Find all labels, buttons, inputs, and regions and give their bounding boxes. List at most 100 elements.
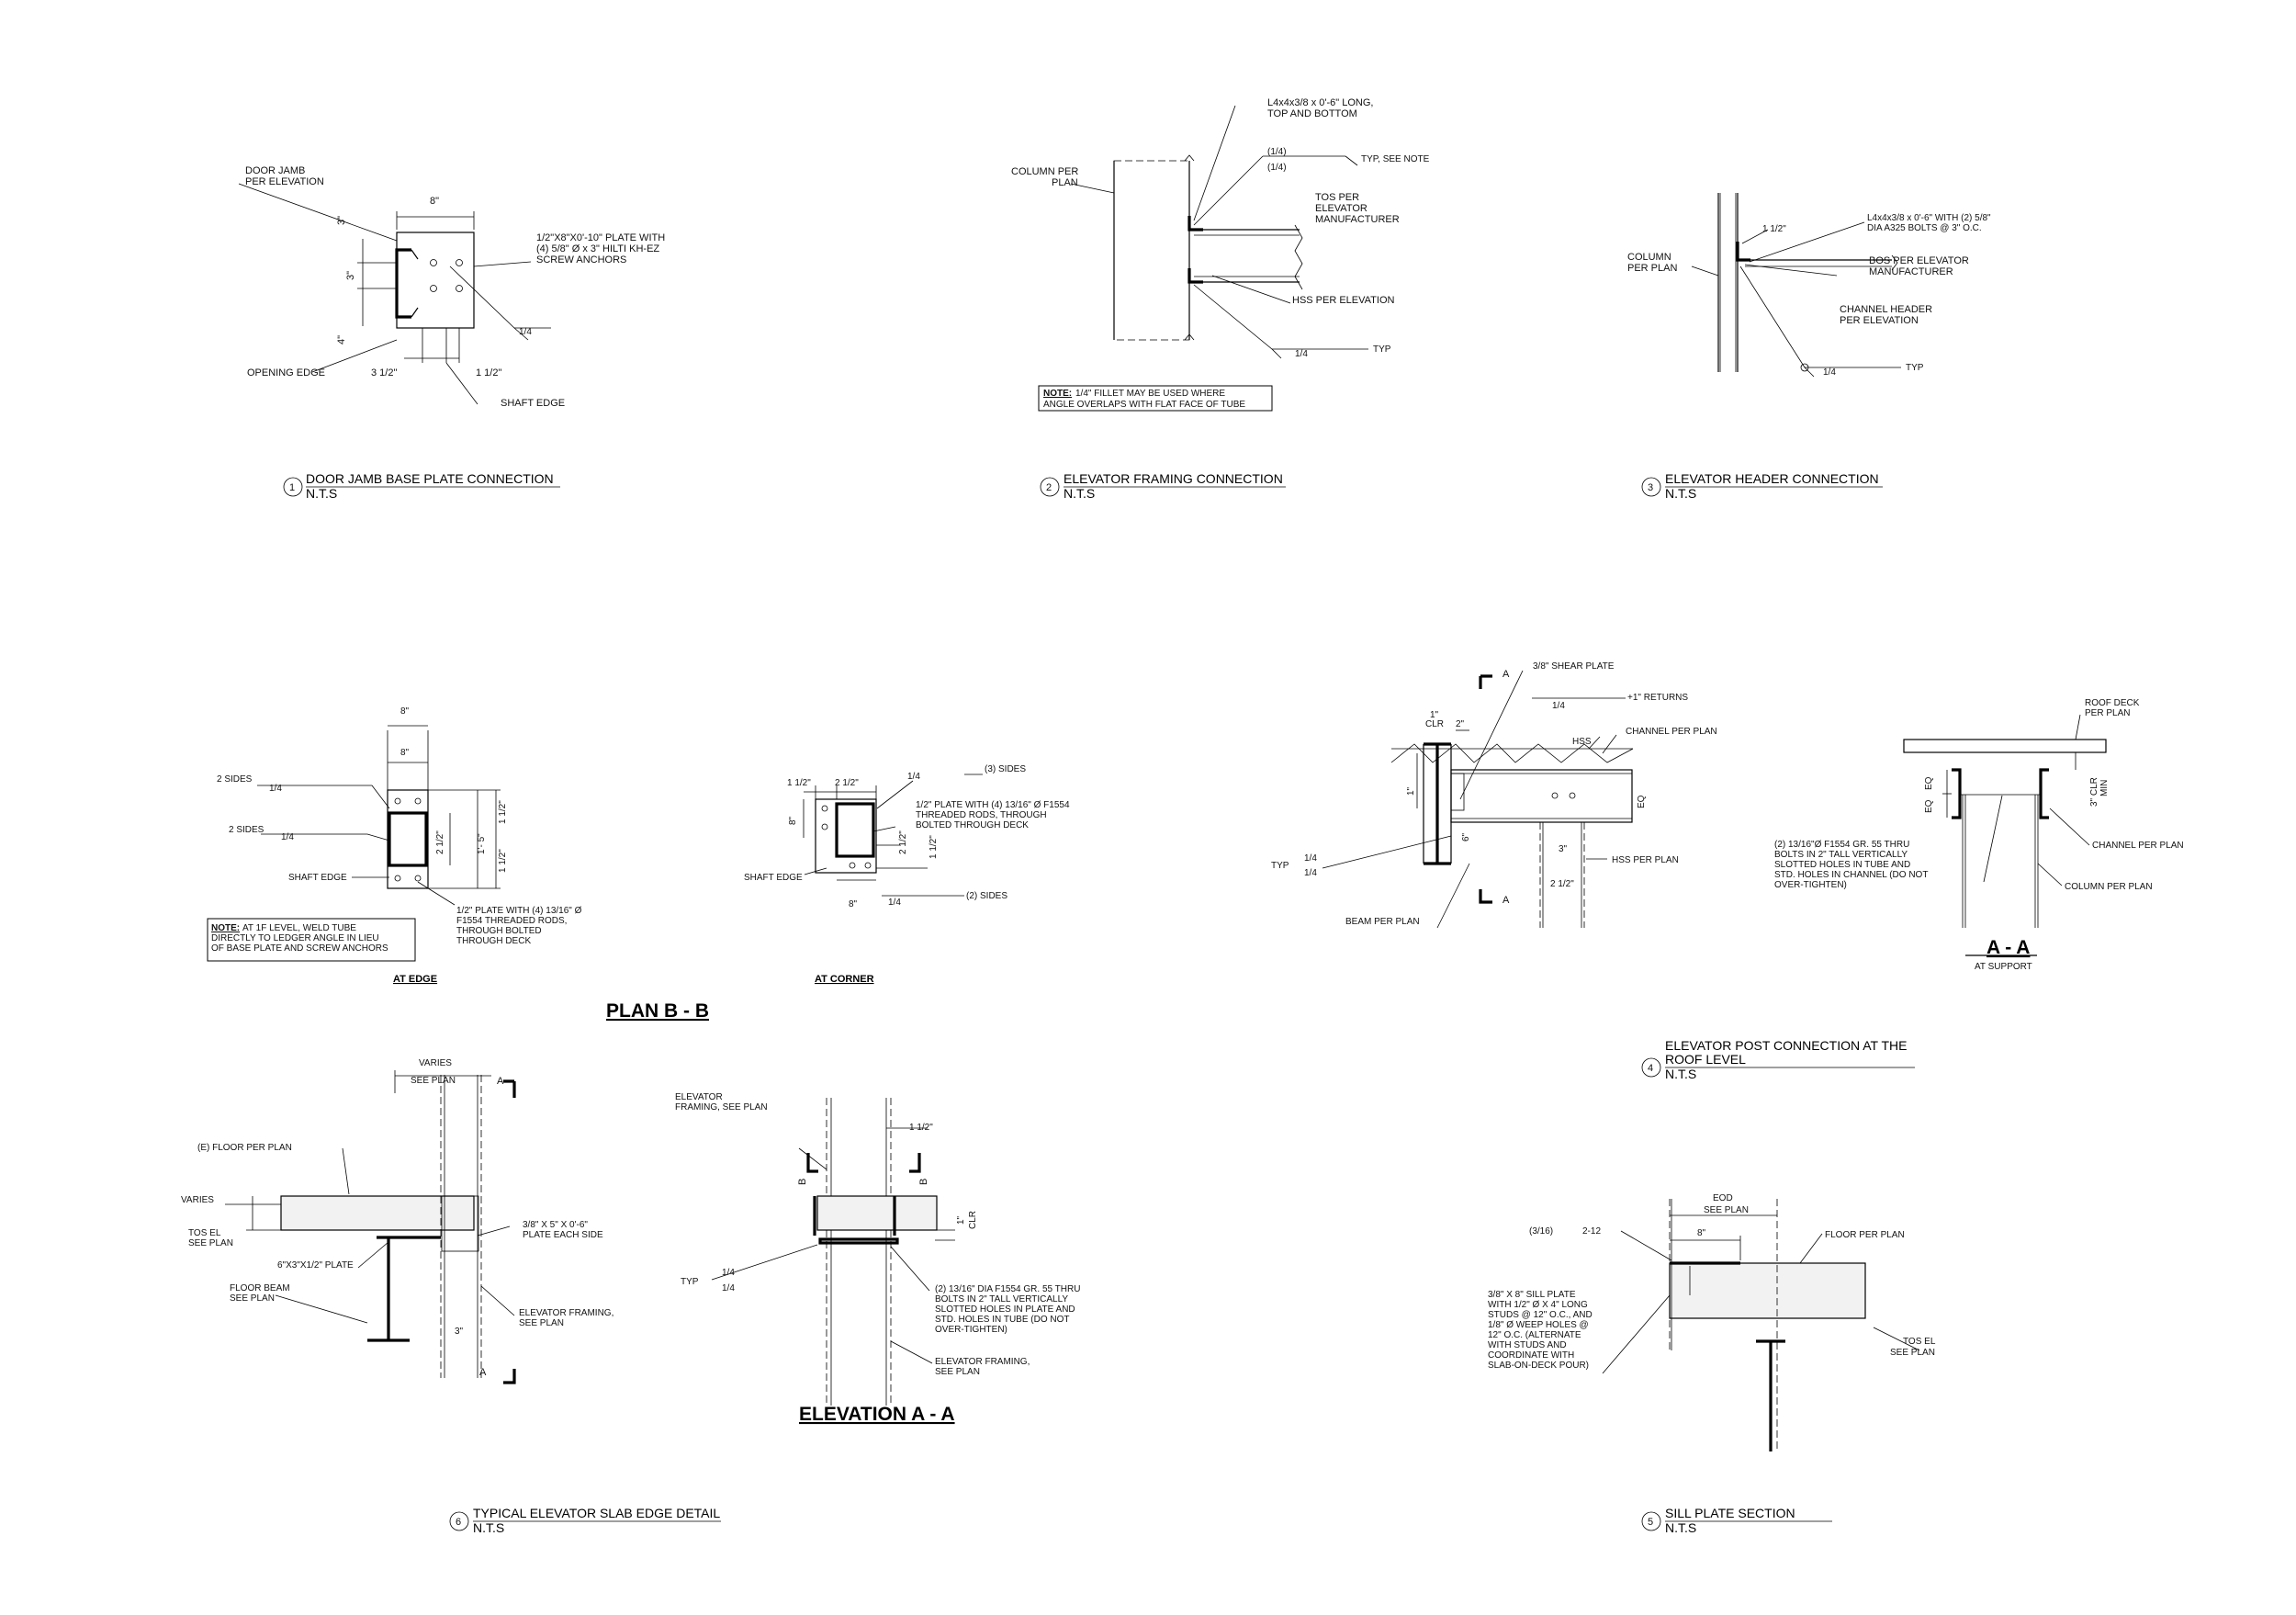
- d4-weld-1: 1/4: [1304, 853, 1317, 864]
- d4-channel: CHANNEL PER PLAN: [1626, 727, 1717, 737]
- corner-2-sides: (2) SIDES: [966, 891, 1007, 901]
- elev-weld-1: 1/4: [722, 1268, 735, 1278]
- corner-dim-1-5v: 1 1/2": [929, 835, 939, 859]
- d5-sill-line4: 1/8" Ø WEEP HOLES @: [1488, 1320, 1589, 1330]
- d6-see-plan-top: SEE PLAN: [411, 1076, 456, 1086]
- detail-1-title-block: 1 DOOR JAMB BASE PLATE CONNECTION N.T.S: [283, 471, 560, 501]
- d3-bos-line2: MANUFACTURER: [1869, 266, 1953, 277]
- edge-dim-8b: 8": [400, 748, 410, 758]
- plan-bb-title: PLAN B - B: [606, 1000, 709, 1022]
- corner-plate-line3: BOLTED THROUGH DECK: [916, 820, 1029, 830]
- elev-typ: TYP: [681, 1277, 699, 1287]
- d2-note-line2: ANGLE OVERLAPS WITH FLAT FACE OF TUBE: [1043, 400, 1245, 410]
- d2-tos-line3: MANUFACTURER: [1315, 214, 1400, 225]
- detail-1-drawing: [238, 183, 551, 405]
- d4-clr: CLR: [1425, 719, 1444, 729]
- d5-sill-line7: COORDINATE WITH: [1488, 1350, 1574, 1361]
- aa-bolts-line3: SLOTTED HOLES IN TUBE AND: [1774, 860, 1910, 870]
- aa-roof-line2: PER PLAN: [2085, 708, 2130, 718]
- at-corner-plan: [803, 774, 983, 897]
- d1-dim-3-5: 3 1/2": [371, 367, 397, 378]
- d5-sill-line6: WITH STUDS AND: [1488, 1340, 1567, 1350]
- edge-caption: AT EDGE: [393, 974, 437, 985]
- edge-note-line2: DIRECTLY TO LEDGER ANGLE IN LIEU: [211, 933, 379, 943]
- d6-tos-line1: TOS EL: [188, 1228, 221, 1238]
- d6-varies-top: VARIES: [419, 1058, 452, 1068]
- d3-typ: TYP: [1906, 363, 1924, 373]
- edge-note-line3: OF BASE PLATE AND SCREW ANCHORS: [211, 943, 388, 954]
- d6-cut-a2: A: [479, 1367, 487, 1378]
- detail-3-drawing: [1691, 193, 1901, 378]
- edge-dim-2-5: 2 1/2": [435, 830, 445, 854]
- edge-note-line1: AT 1F LEVEL, WELD TUBE: [242, 923, 356, 933]
- edge-dim-1-5a: 1 1/2": [498, 800, 508, 824]
- d6-plate-line1: 3/8" X 5" X 0'-6": [523, 1220, 588, 1230]
- d5-weld-1: (3/16): [1529, 1226, 1553, 1237]
- d1-weld-symbol: 1/4: [519, 327, 532, 337]
- edge-dim-1-5b: 1 1/2": [498, 849, 508, 873]
- d5-sill-line2: WITH 1/2" Ø X 4" LONG: [1488, 1300, 1588, 1310]
- d6-cut-a: A: [497, 1076, 504, 1087]
- elevation-aa-drawing: [711, 1098, 955, 1406]
- d4-eq: EQ: [1637, 795, 1647, 808]
- d4-dim-6: 6": [1461, 832, 1471, 841]
- d1-plate-line3: SCREW ANCHORS: [536, 254, 626, 265]
- d6-dim-3: 3": [455, 1327, 464, 1337]
- aa-column: COLUMN PER PLAN: [2065, 882, 2153, 892]
- detail-1-number: 1: [289, 482, 295, 493]
- detail-3-number: 3: [1648, 482, 1653, 493]
- d4-beam: BEAM PER PLAN: [1345, 917, 1420, 927]
- d4-dim-2-5: 2 1/2": [1550, 879, 1574, 889]
- d1-shaft-edge-label: SHAFT EDGE: [501, 398, 565, 409]
- d4-hss-plan: HSS PER PLAN: [1612, 855, 1679, 865]
- detail-4-number: 4: [1648, 1063, 1653, 1074]
- detail-6-title: TYPICAL ELEVATOR SLAB EDGE DETAIL: [473, 1506, 720, 1520]
- elev-bolts-line2: BOLTS IN 2" TALL VERTICALLY: [935, 1294, 1068, 1304]
- detail-4-title-block: 4 ELEVATOR POST CONNECTION AT THE ROOF L…: [1641, 1038, 1915, 1081]
- aa-bolts-line4: STD. HOLES IN CHANNEL (DO NOT: [1774, 870, 1928, 880]
- edge-2-sides-bottom: 2 SIDES: [229, 825, 264, 835]
- d4-returns: +1" RETURNS: [1627, 693, 1688, 703]
- elev-dim-1: 1": [956, 1215, 966, 1225]
- elev-dim-1-5: 1 1/2": [909, 1123, 933, 1133]
- aa-roof-line1: ROOF DECK: [2085, 698, 2140, 708]
- elev-cut-b1: B: [797, 1179, 808, 1185]
- d2-typ-see-note: TYP, SEE NOTE: [1361, 154, 1430, 164]
- elevation-aa-title: ELEVATION A - A: [799, 1404, 955, 1425]
- corner-3-sides: (3) SIDES: [985, 764, 1026, 774]
- corner-dim-2-5: 2 1/2": [835, 778, 859, 788]
- d4-shear-plate: 3/8" SHEAR PLATE: [1533, 661, 1615, 672]
- d1-dim-1-5: 1 1/2": [476, 367, 501, 378]
- d6-beam-line1: FLOOR BEAM: [230, 1283, 290, 1293]
- d5-tos-line2: SEE PLAN: [1890, 1348, 1935, 1358]
- corner-weld-1: 1/4: [907, 772, 920, 782]
- d5-weld-2: 2-12: [1582, 1226, 1601, 1237]
- detail-5-title: SILL PLATE SECTION: [1665, 1506, 1795, 1520]
- d4-cut-a: A: [1503, 669, 1510, 680]
- d2-weld-top: (1/4): [1267, 147, 1287, 157]
- detail-6-drawing: [225, 1070, 516, 1384]
- aa-channel: CHANNEL PER PLAN: [2092, 841, 2184, 851]
- edge-weld-1: 1/4: [269, 784, 282, 794]
- elev-bolts-line4: STD. HOLES IN TUBE (DO NOT: [935, 1315, 1070, 1325]
- detail-5-title-block: 5 SILL PLATE SECTION N.T.S: [1641, 1506, 1832, 1535]
- d3-channel-line1: CHANNEL HEADER: [1840, 304, 1932, 315]
- corner-caption: AT CORNER: [815, 974, 874, 985]
- d2-tos-line1: TOS PER: [1315, 192, 1359, 203]
- elev-ef-line3: ELEVATOR FRAMING,: [935, 1357, 1030, 1367]
- edge-plate-line4: THROUGH DECK: [456, 936, 531, 946]
- detail-6-number: 6: [456, 1517, 461, 1528]
- d3-column-line2: PER PLAN: [1627, 263, 1677, 274]
- d5-sill-line8: SLAB-ON-DECK POUR): [1488, 1361, 1589, 1371]
- d4-dim-1: 1": [1430, 710, 1439, 720]
- d4-typ: TYP: [1271, 861, 1289, 871]
- edge-note-label: NOTE:: [211, 923, 240, 933]
- elev-bolts-line5: OVER-TIGHTEN): [935, 1325, 1007, 1335]
- d3-weld-symbol: 1/4: [1823, 367, 1836, 378]
- d5-see-plan: SEE PLAN: [1704, 1205, 1749, 1215]
- d2-angle-line1: L4x4x3/8 x 0'-6" LONG,: [1267, 97, 1373, 108]
- corner-dim-2-5v: 2 1/2": [898, 830, 908, 854]
- elev-clr: CLR: [968, 1211, 978, 1229]
- d2-weld-symbol: 1/4: [1295, 349, 1308, 359]
